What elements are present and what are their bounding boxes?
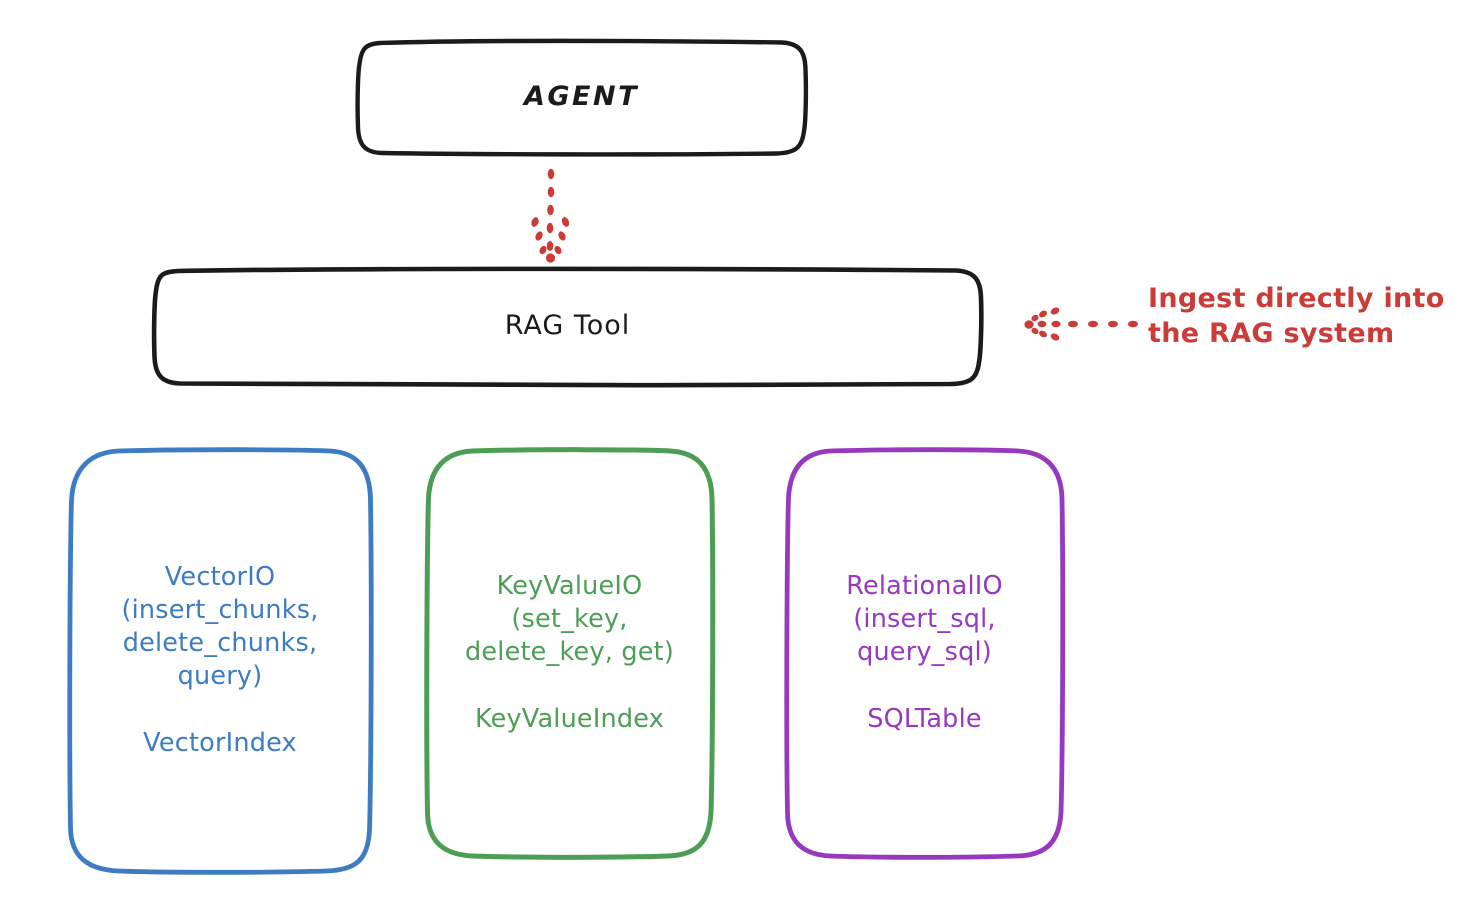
agent-label: AGENT — [523, 81, 639, 113]
key-value-io-index-label: KeyValueIndex — [474, 704, 665, 735]
ingest-annotation: Ingest directly into the RAG system — [1148, 281, 1478, 351]
ingest-annotation-text: Ingest directly into the RAG system — [1148, 283, 1445, 350]
relational-io-index-label: SQLTable — [867, 704, 982, 735]
key-value-io-api-label: KeyValueIO (set_key, delete_key, get) — [465, 570, 674, 667]
vector-io-index-label: VectorIndex — [143, 728, 297, 759]
vector-io-node[interactable]: VectorIO (insert_chunks, delete_chunks, … — [69, 449, 371, 872]
relational-io-node[interactable]: RelationalIO (insert_sql, query_sql) SQL… — [786, 449, 1063, 857]
agent-to-rag-tool-connector — [531, 168, 570, 263]
rag-tool-label: RAG Tool — [504, 309, 631, 341]
vector-io-content: VectorIO (insert_chunks, delete_chunks, … — [69, 561, 371, 761]
ingest-annotation-connector — [1024, 307, 1138, 341]
relational-io-api-label: RelationalIO (insert_sql, query_sql) — [846, 570, 1003, 667]
key-value-io-node[interactable]: KeyValueIO (set_key, delete_key, get) Ke… — [426, 449, 713, 857]
relational-io-content: RelationalIO (insert_sql, query_sql) SQL… — [786, 570, 1063, 737]
key-value-io-content: KeyValueIO (set_key, delete_key, get) Ke… — [426, 570, 713, 737]
rag-tool-node[interactable]: RAG Tool — [154, 269, 981, 383]
agent-node[interactable]: AGENT — [357, 41, 806, 154]
vector-io-api-label: VectorIO (insert_chunks, delete_chunks, … — [121, 561, 319, 692]
